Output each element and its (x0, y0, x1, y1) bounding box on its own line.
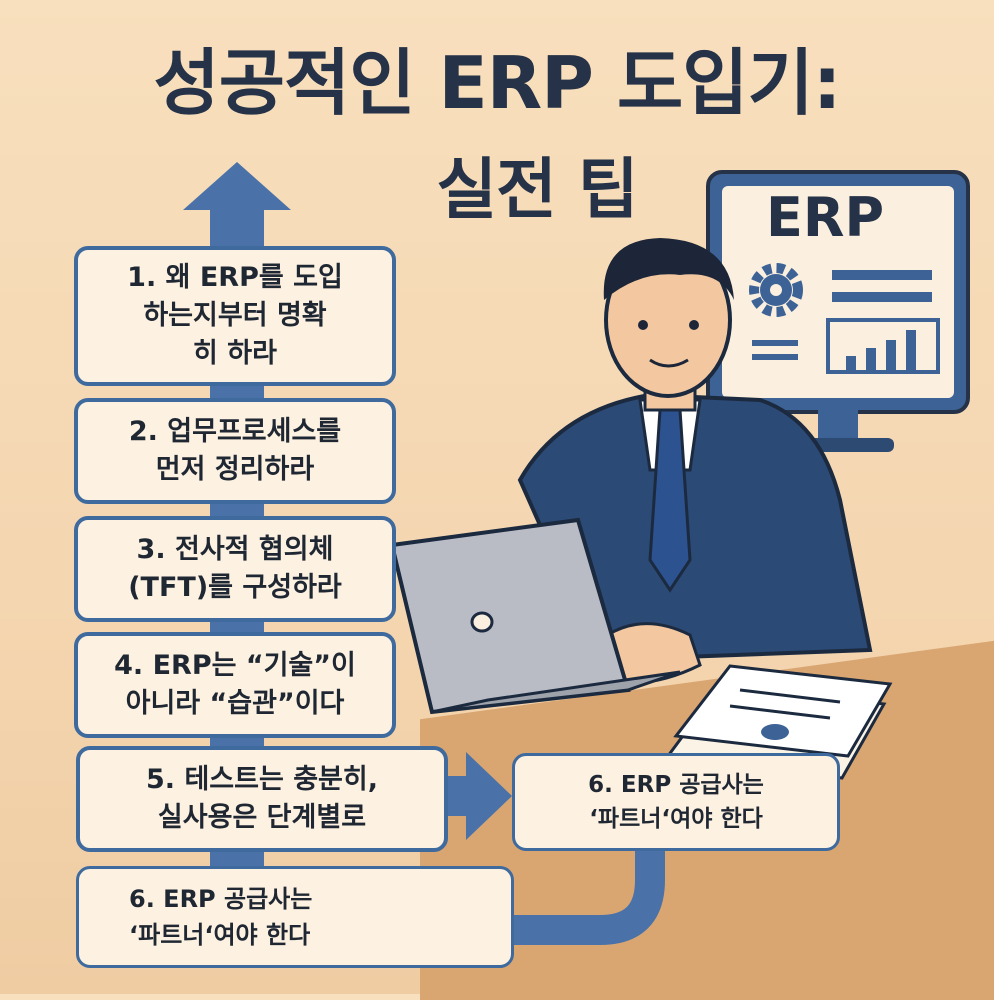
page-title-line1: 성공적인 ERP 도입기: (153, 41, 841, 125)
tip-card-1: 1. 왜 ERP를 도입 하는지부터 명확 히 하라 (74, 246, 396, 386)
laptop-icon (389, 517, 681, 715)
tip-card-3: 3. 전사적 협의체 (TFT)를 구성하라 (74, 516, 396, 622)
right-arrow-icon (448, 752, 512, 840)
tip-card-2: 2. 업무프로세스를 먼저 정리하라 (74, 398, 396, 504)
tip-card-6-bottom: 6. ERP 공급사는 ‘파트너‘여야 한다 (76, 866, 514, 968)
page-title-line2: 실전 팁 (436, 151, 638, 228)
tip-card-6-right: 6. ERP 공급사는 ‘파트너‘여야 한다 (512, 753, 840, 851)
gear-icon (749, 263, 803, 317)
businessman (517, 238, 873, 685)
curved-connector (514, 851, 665, 945)
bar-chart-icon (826, 318, 940, 374)
tip-card-4: 4. ERP는 “기술”이 아니라 “습관”이다 (74, 632, 396, 738)
tip-card-5: 5. 테스트는 충분히, 실사용은 단계별로 (76, 746, 448, 852)
monitor-erp-label: ERP (765, 186, 885, 249)
